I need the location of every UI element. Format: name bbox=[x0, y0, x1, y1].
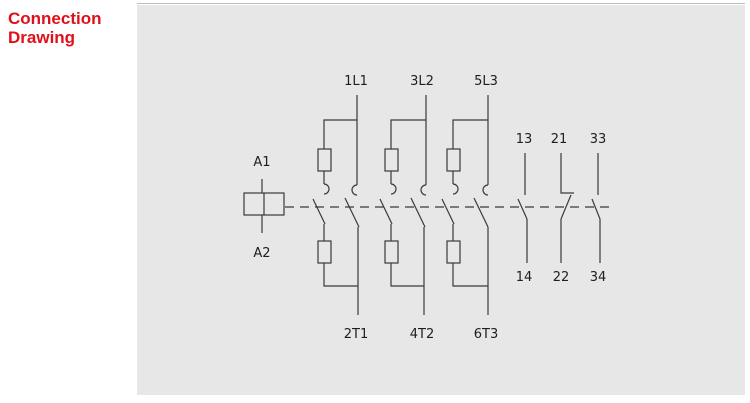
pole-1-main-contact bbox=[344, 197, 360, 228]
pole-3-overload-arc bbox=[452, 183, 459, 195]
aux-21-lead bbox=[560, 153, 574, 194]
pole-3-overload-branch-top bbox=[452, 119, 488, 149]
pole-2-main-contact bbox=[410, 197, 426, 228]
aux-13-14-contact bbox=[517, 198, 528, 220]
aux-21-22-contact bbox=[560, 194, 572, 220]
pole-1-overload-element-bottom bbox=[317, 240, 332, 264]
pole-3-overload-element-top bbox=[446, 148, 461, 172]
aux-label-22: 22 bbox=[553, 270, 570, 285]
connection-diagram: A1 A2 1L1 2T1 3L2 4T2 bbox=[243, 74, 613, 342]
pole-1-overload-branch-bottom bbox=[323, 263, 358, 287]
aux-contact-13-14: 13 14 bbox=[516, 132, 533, 285]
pole-2-overload-contact bbox=[379, 198, 393, 225]
terminal-label-2t1: 2T1 bbox=[344, 327, 368, 342]
page-title-line-1: Connection bbox=[8, 9, 102, 28]
coil-a1-a2: A1 A2 bbox=[243, 155, 285, 261]
page-title-line-2: Drawing bbox=[8, 28, 76, 47]
terminal-label-1l1: 1L1 bbox=[344, 74, 368, 89]
pole-3-main-contact bbox=[473, 197, 489, 228]
terminal-label-3l2: 3L2 bbox=[410, 74, 434, 89]
aux-label-21: 21 bbox=[551, 132, 568, 147]
aux-label-14: 14 bbox=[516, 270, 533, 285]
terminal-label-5l3: 5L3 bbox=[474, 74, 498, 89]
main-pole-1: 1L1 2T1 bbox=[312, 74, 368, 342]
pole-1-overload-contact bbox=[312, 198, 326, 225]
pole-2-overload-branch-top bbox=[390, 119, 426, 149]
aux-label-34: 34 bbox=[590, 270, 607, 285]
main-pole-2: 3L2 4T2 bbox=[379, 74, 434, 342]
terminal-label-4t2: 4T2 bbox=[410, 327, 434, 342]
pole-1-overload-arc bbox=[323, 183, 330, 195]
pole-1-overload-element-top bbox=[317, 148, 332, 172]
pole-1-overload-branch-top bbox=[323, 119, 357, 149]
aux-label-33: 33 bbox=[590, 132, 607, 147]
pole-1-arc-chute bbox=[351, 184, 358, 196]
pole-3-overload-branch-bottom bbox=[452, 263, 488, 287]
pole-2-overload-element-bottom bbox=[384, 240, 399, 264]
main-pole-3: 5L3 6T3 bbox=[441, 74, 498, 342]
pole-3-overload-contact bbox=[441, 198, 455, 225]
pole-3-overload-element-bottom bbox=[446, 240, 461, 264]
pole-2-overload-arc bbox=[390, 183, 397, 195]
terminal-label-6t3: 6T3 bbox=[474, 327, 498, 342]
page-title: Connection Drawing bbox=[8, 9, 133, 47]
pole-3-arc-chute bbox=[482, 184, 489, 196]
pole-2-arc-chute bbox=[420, 184, 427, 196]
aux-label-13: 13 bbox=[516, 132, 533, 147]
coil-label-a1: A1 bbox=[253, 155, 270, 170]
aux-contact-33-34: 33 34 bbox=[590, 132, 607, 285]
pole-2-overload-branch-bottom bbox=[390, 263, 424, 287]
pole-2-overload-element-top bbox=[384, 148, 399, 172]
aux-contact-21-22: 21 22 bbox=[551, 132, 574, 285]
aux-33-34-contact bbox=[591, 198, 601, 220]
top-divider bbox=[137, 3, 745, 4]
connection-diagram-panel: A1 A2 1L1 2T1 3L2 4T2 bbox=[137, 5, 745, 395]
coil-label-a2: A2 bbox=[253, 246, 270, 261]
